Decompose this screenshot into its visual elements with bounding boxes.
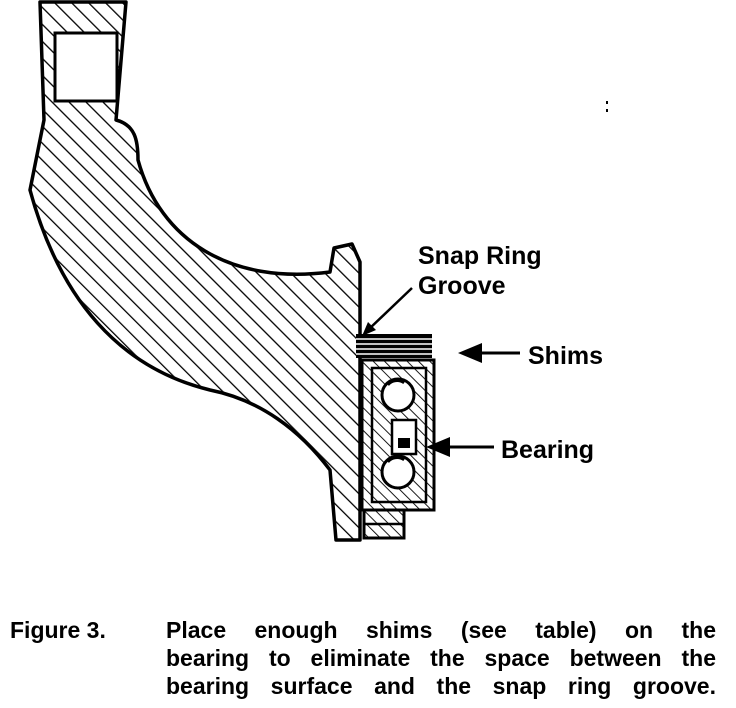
snap-ring-groove-label-line1: Snap Ring [418,242,542,270]
shims-label: Shims [528,342,604,370]
caption-line: bearing surface and the snap ring groove… [166,673,716,699]
bearing-ball-upper [380,377,416,413]
shims-stack [356,334,432,358]
bearing-label: Bearing [501,436,595,464]
snap-ring-groove-label: Snap Ring Groove [418,241,542,301]
housing-body [28,0,362,542]
bearing-ball-lower [380,454,416,490]
scan-speck [606,101,608,104]
caption-line: Place enough shims (see table) on the [166,617,716,643]
figure-number: Figure 3. [10,617,106,643]
caption-line: bearing to eliminate the space between t… [166,645,716,671]
bearing-assembly-diagram [28,0,608,542]
snap-ring-groove-label-line2: Groove [418,272,506,300]
bearing [360,358,436,512]
housing-window [53,31,119,103]
snap-ring [362,508,406,540]
shims-arrow [458,343,520,363]
snap-ring-groove-leader [362,287,413,336]
figure-caption-text: Place enough shims (see table) on the be… [166,616,716,700]
bearing-arrow [426,437,494,457]
scan-speck [606,109,608,112]
